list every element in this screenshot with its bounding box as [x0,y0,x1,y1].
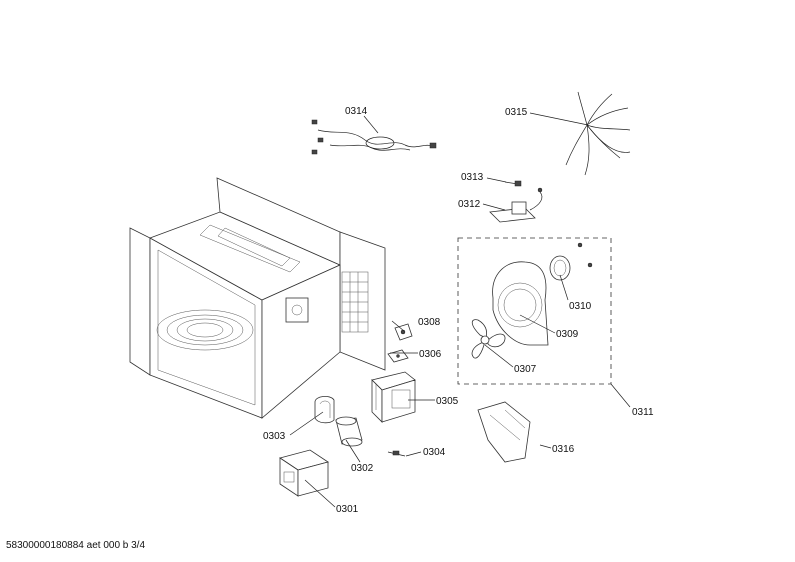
document-reference: 58300000180884 aet 000 b 3/4 [6,540,146,551]
leader-lines [289,112,631,508]
air-duct-0316 [477,401,531,463]
diode-0304 [387,450,406,457]
magnetron-0305 [371,371,416,423]
label-0312: 0312 [458,199,481,210]
bracket-0303 [314,396,335,424]
label-0314: 0314 [345,106,368,117]
transformer-0301 [279,449,329,497]
label-0302: 0302 [351,463,374,474]
label-0303: 0303 [263,431,286,442]
label-0301: 0301 [336,504,359,515]
vent-grid [341,271,369,333]
part-0308 [394,323,413,341]
label-0316: 0316 [552,444,575,455]
thermostat-0312 [489,187,543,223]
fan-assembly-0311 [457,237,612,385]
label-0308: 0308 [418,317,441,328]
label-0306: 0306 [419,349,442,360]
label-0310: 0310 [569,301,592,312]
connector-0313 [504,180,522,187]
turntable-rings [156,309,254,351]
label-0307: 0307 [514,364,537,375]
label-0304: 0304 [423,447,446,458]
label-0305: 0305 [436,396,459,407]
wire-bundle-0315 [565,91,631,176]
capacitor-0302 [335,416,363,447]
label-0311: 0311 [632,407,654,418]
part-0306 [387,349,409,363]
part-labels: 0314 0315 0313 0312 0310 0309 0308 0306 … [263,106,654,515]
label-0313: 0313 [461,172,484,183]
label-0315: 0315 [505,107,528,118]
wire-harness-0314 [311,119,437,155]
label-0309: 0309 [556,329,579,340]
oven-cavity-assembly [129,177,386,419]
